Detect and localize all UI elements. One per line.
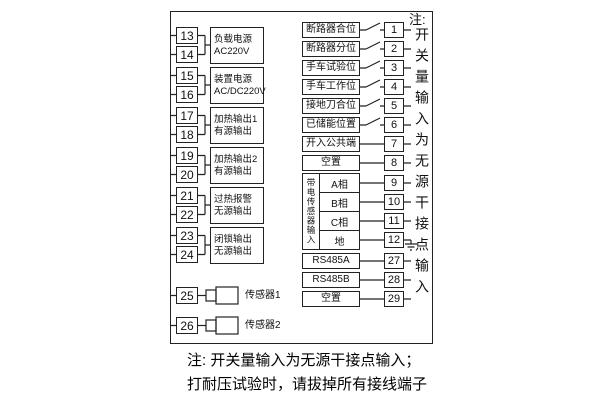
live-sensor-input-group: 带电传感器输入 A相 B相 C相 地 <box>302 173 360 250</box>
bottom-note-2: 打耐压试验时，请拔掉所有接线端子 <box>187 376 428 393</box>
label-rs485b: RS485B <box>302 272 360 288</box>
input-label-energy-stored: 已储能位置 <box>302 117 360 133</box>
diagram-border <box>170 11 433 344</box>
phase-a-label: A相 <box>331 179 348 191</box>
input-label-ground-knife: 接地刀合位 <box>302 98 360 114</box>
terminal-1: 1 <box>384 22 404 38</box>
terminal-11: 11 <box>384 213 404 229</box>
label-line1: 闭锁输出 <box>214 234 253 245</box>
input-label-spare-8: 空置 <box>302 155 360 171</box>
label-heating-output-2: 加热输出2 有源输出 <box>210 147 264 184</box>
terminal-6: 6 <box>384 117 404 133</box>
label-spare-29: 空置 <box>302 291 360 307</box>
label-line2: 无源输出 <box>214 245 253 257</box>
label-load-power: 负载电源 AC220V <box>210 27 264 64</box>
label-overheat-alarm: 过热报警 无源输出 <box>210 187 264 224</box>
phase-b-label: B相 <box>320 192 359 211</box>
terminal-17: 17 <box>176 107 198 124</box>
label-line2: 有源输出 <box>214 165 253 177</box>
terminal-14: 14 <box>176 46 198 63</box>
terminal-5: 5 <box>384 98 404 114</box>
sensor-2-label: 传感器2 <box>245 320 281 331</box>
label-line1: 加热输出2 <box>214 154 258 165</box>
terminal-3: 3 <box>384 60 404 76</box>
bottom-note-1: 注: 开关量输入为无源干接点输入； <box>187 352 421 369</box>
input-label-common: 开入公共端 <box>302 136 360 152</box>
ground-label: 地 <box>320 230 359 249</box>
label-device-power: 装置电源 AC/DC220V <box>210 67 266 104</box>
live-sensor-input-label: 带电传感器输入 <box>303 174 320 249</box>
terminal-2: 2 <box>384 41 404 57</box>
label-line1: 负载电源 <box>214 34 253 45</box>
label-line1: 装置电源 <box>214 74 253 85</box>
label-heating-output-1: 加热输出1 有源输出 <box>210 107 264 144</box>
terminal-22: 22 <box>176 206 198 223</box>
side-note-vertical-text: 开关量输入为无源干接点输入 <box>414 27 430 300</box>
label-line2: AC220V <box>214 45 250 57</box>
side-note-prefix: 注: <box>409 12 426 27</box>
input-label-breaker-open: 断路器分位 <box>302 41 360 57</box>
terminal-26: 26 <box>176 317 198 334</box>
terminal-24: 24 <box>176 246 198 263</box>
terminal-4: 4 <box>384 79 404 95</box>
terminal-25: 25 <box>176 287 198 304</box>
terminal-10: 10 <box>384 194 404 210</box>
label-line1: 过热报警 <box>214 194 253 205</box>
input-label-handcart-work: 手车工作位 <box>302 79 360 95</box>
terminal-20: 20 <box>176 166 198 183</box>
live-sensor-phase-cells: A相 B相 C相 地 <box>320 174 359 249</box>
terminal-27: 27 <box>384 253 404 269</box>
label-rs485a: RS485A <box>302 253 360 269</box>
terminal-15: 15 <box>176 67 198 84</box>
label-line2: 无源输出 <box>214 205 253 217</box>
sensor-1-label: 传感器1 <box>245 290 281 301</box>
terminal-16: 16 <box>176 86 198 103</box>
terminal-7: 7 <box>384 136 404 152</box>
label-line2: AC/DC220V <box>214 85 266 97</box>
terminal-12: 12 <box>384 232 404 248</box>
terminal-28: 28 <box>384 272 404 288</box>
label-line2: 有源输出 <box>214 125 253 137</box>
terminal-9: 9 <box>384 175 404 191</box>
label-line1: 加热输出1 <box>214 114 258 125</box>
terminal-8: 8 <box>384 155 404 171</box>
terminal-21: 21 <box>176 187 198 204</box>
input-label-handcart-test: 手车试验位 <box>302 60 360 76</box>
input-label-breaker-closed: 断路器合位 <box>302 22 360 38</box>
terminal-18: 18 <box>176 126 198 143</box>
terminal-19: 19 <box>176 147 198 164</box>
terminal-23: 23 <box>176 227 198 244</box>
terminal-29: 29 <box>384 291 404 307</box>
terminal-13: 13 <box>176 27 198 44</box>
phase-c-label: C相 <box>320 211 359 230</box>
label-lock-output: 闭锁输出 无源输出 <box>210 227 264 264</box>
